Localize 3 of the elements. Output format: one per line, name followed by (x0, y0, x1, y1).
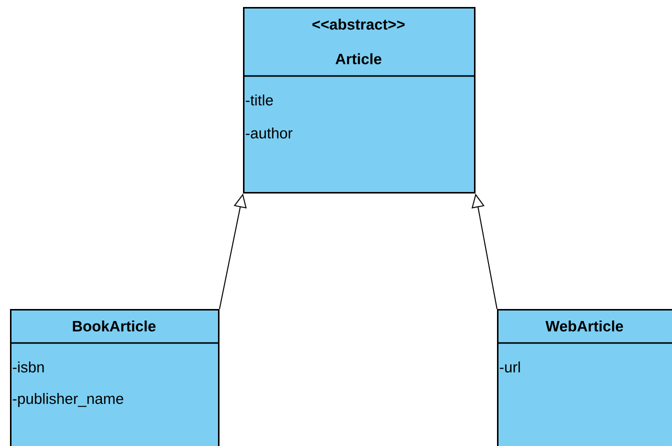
class-box: WebArticle -url (497, 309, 672, 446)
class-box: BookArticle -isbn -publisher_name (10, 309, 220, 446)
class-box: <<abstract>> Article -title -author (243, 7, 476, 194)
